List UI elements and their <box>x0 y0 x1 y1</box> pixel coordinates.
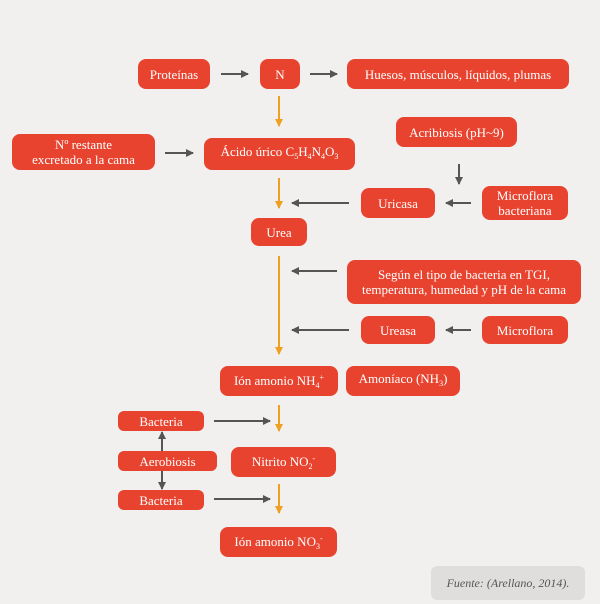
node-microflora: Microflora <box>482 316 568 344</box>
node-ureasa-label: Ureasa <box>379 322 417 338</box>
node-ion-amonio-nh4: Ión amonio NH4+ <box>220 366 338 396</box>
node-ion-amonio-nh4-label: Ión amonio NH4+ <box>233 372 325 390</box>
node-acribiosis: Acribiosis (pH~9) <box>396 117 517 147</box>
node-uricasa: Uricasa <box>361 188 435 218</box>
node-segun-tipo-bacteria: Según el tipo de bacteria en TGI, temper… <box>347 260 581 304</box>
node-huesos-label: Huesos, músculos, líquidos, plumas <box>364 66 552 82</box>
node-proteinas: Proteínas <box>138 59 210 89</box>
source-citation-text: Fuente: (Arellano, 2014). <box>446 575 570 590</box>
node-restante-label: Nº restante excretado a la cama <box>32 137 135 167</box>
node-microflora-label: Microflora <box>496 322 554 338</box>
node-microflora-bacteriana-label: Microflora bacteriana <box>496 188 554 218</box>
node-acribiosis-label: Acribiosis (pH~9) <box>409 124 504 140</box>
node-aerobiosis: Aerobiosis <box>118 451 217 471</box>
node-ion-amonio-no3: Ión amonio NO3- <box>220 527 337 557</box>
node-amoniaco: Amoníaco (NH3) <box>346 366 460 396</box>
node-nitrito-label: Nitrito NO2- <box>251 453 316 471</box>
node-proteinas-label: Proteínas <box>149 66 199 82</box>
node-n: N <box>260 59 300 89</box>
node-n-label: N <box>275 66 285 82</box>
node-nitrito: Nitrito NO2- <box>231 447 336 477</box>
node-aerobiosis-label: Aerobiosis <box>139 453 196 469</box>
node-ion-amonio-no3-label: Ión amonio NO3- <box>234 533 323 551</box>
node-urea: Urea <box>251 218 307 246</box>
node-huesos: Huesos, músculos, líquidos, plumas <box>347 59 569 89</box>
source-citation: Fuente: (Arellano, 2014). <box>431 566 585 600</box>
node-bacteria-top-label: Bacteria <box>139 413 183 429</box>
node-segun-label: Según el tipo de bacteria en TGI, temper… <box>362 267 566 297</box>
node-ureasa: Ureasa <box>361 316 435 344</box>
node-amoniaco-label: Amoníaco (NH3) <box>358 371 448 388</box>
node-bacteria-bottom: Bacteria <box>118 490 204 510</box>
node-uricasa-label: Uricasa <box>378 195 418 211</box>
node-bacteria-top: Bacteria <box>118 411 204 431</box>
node-acido-urico: Ácido úrico C5H4N4O3 <box>204 138 355 170</box>
node-acido-urico-label: Ácido úrico C5H4N4O3 <box>220 144 339 161</box>
node-nitrogeno-restante: Nº restante excretado a la cama <box>12 134 155 170</box>
node-microflora-bacteriana: Microflora bacteriana <box>482 186 568 220</box>
node-bacteria-bottom-label: Bacteria <box>139 492 183 508</box>
node-urea-label: Urea <box>266 224 292 240</box>
